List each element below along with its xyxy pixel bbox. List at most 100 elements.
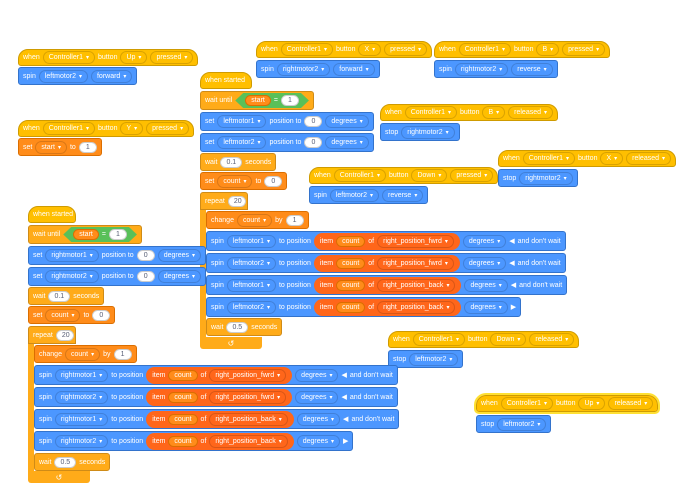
button-dropdown[interactable]: Down [411,169,448,182]
unit-dropdown[interactable]: degrees [157,249,201,262]
arrow-left-icon[interactable]: ◀ [509,260,515,267]
position-input[interactable]: 0 [304,137,323,148]
variable-dropdown[interactable]: count [45,308,81,322]
event-block-down-released[interactable]: when Controller1 button Down released [388,331,580,348]
wait-block[interactable]: wait 0.1 seconds [28,287,105,305]
count-variable[interactable]: count [336,257,366,269]
motor-dropdown[interactable]: leftmotor2 [409,352,459,366]
variable-dropdown[interactable]: count [217,174,253,188]
unit-dropdown[interactable]: degrees [295,368,339,382]
variable-dropdown[interactable]: count [64,347,101,361]
change-variable-block[interactable]: change count by 1 [34,345,137,363]
list-item-reporter[interactable]: item count of right_position_back [313,276,462,294]
event-block-y-pressed[interactable]: when Controller1 button Y pressed [18,120,195,137]
list-dropdown[interactable]: right_position_back [209,412,288,426]
change-variable-block[interactable]: change count by 1 [206,211,309,229]
action-dropdown[interactable]: pressed [384,43,428,56]
spin-to-position-block[interactable]: spin rightmotor2 to position item count … [34,431,354,451]
list-item-reporter[interactable]: item count of right_position_fwrd [146,388,293,406]
wait-block[interactable]: wait 0.5 seconds [206,318,283,336]
value-input[interactable]: 0 [92,309,111,321]
controller-dropdown[interactable]: Controller1 [500,397,553,410]
value-input[interactable]: 0 [264,175,283,187]
set-variable-block[interactable]: set count to 0 [200,172,288,190]
controller-dropdown[interactable]: Controller1 [42,122,95,135]
repeat-block[interactable]: repeat 20 [200,192,248,210]
spin-block[interactable]: spin leftmotor2 reverse [309,186,429,204]
event-block-b-pressed[interactable]: when Controller1 button B pressed [434,41,611,58]
list-item-reporter[interactable]: item count of right_position_back [146,432,294,450]
unit-dropdown[interactable]: degrees [157,270,201,283]
compare-value[interactable]: 1 [109,229,127,240]
controller-dropdown[interactable]: Controller1 [333,169,386,182]
controller-dropdown[interactable]: Controller1 [280,43,333,56]
list-dropdown[interactable]: right_position_fwrd [209,368,287,382]
button-dropdown[interactable]: B [536,43,560,56]
spin-to-position-block[interactable]: spin rightmotor2 to position item count … [34,387,398,407]
motor-dropdown[interactable]: rightmotor2 [276,62,331,76]
count-variable[interactable]: count [336,235,366,247]
variable-dropdown[interactable]: start [35,140,67,154]
button-dropdown[interactable]: X [358,43,382,56]
compare-value[interactable]: 1 [281,95,299,106]
start-variable[interactable]: start [245,95,271,106]
motor-dropdown[interactable]: leftmotor1 [226,234,276,248]
controller-dropdown[interactable]: Controller1 [404,106,457,119]
button-dropdown[interactable]: X [600,152,624,165]
spin-to-position-block[interactable]: spin leftmotor2 to position item count o… [206,253,566,273]
motor-dropdown[interactable]: rightmotor1 [54,368,109,382]
count-variable[interactable]: count [168,369,198,381]
controller-dropdown[interactable]: Controller1 [522,152,575,165]
position-input[interactable]: 0 [136,250,155,261]
variable-dropdown[interactable]: count [236,213,273,227]
unit-dropdown[interactable]: degrees [325,136,369,149]
motor-dropdown[interactable]: rightmotor2 [401,125,455,139]
start-variable[interactable]: start [73,229,99,240]
action-dropdown[interactable]: released [626,152,672,165]
motor-dropdown[interactable]: leftmotor1 [226,278,276,292]
list-dropdown[interactable]: right_position_fwrd [377,256,454,270]
unit-dropdown[interactable]: degrees [295,390,339,404]
repeat-count-input[interactable]: 20 [227,195,246,207]
count-variable[interactable]: count [168,435,198,447]
controller-dropdown[interactable]: Controller1 [42,51,95,64]
action-dropdown[interactable]: pressed [562,43,606,56]
action-dropdown[interactable]: pressed [146,122,190,135]
direction-dropdown[interactable]: reverse [511,62,553,76]
event-block-up-released[interactable]: when Controller1 button Up released [473,393,661,414]
spin-to-position-block[interactable]: spin leftmotor2 to position item count o… [206,297,522,317]
motor-dropdown[interactable]: rightmotor2 [54,390,109,404]
stop-block[interactable]: stop leftmotor2 [388,350,464,368]
unit-dropdown[interactable]: degrees [462,234,507,248]
motor-dropdown[interactable]: leftmotor2 [217,136,267,149]
unit-dropdown[interactable]: degrees [464,300,508,314]
count-variable[interactable]: count [168,391,198,403]
repeat-block[interactable]: repeat 20 [28,326,76,344]
stop-block[interactable]: stop rightmotor2 [380,123,460,141]
wait-input[interactable]: 0.5 [54,456,77,468]
list-item-reporter[interactable]: item count of right_position_back [313,298,462,316]
unit-dropdown[interactable]: degrees [462,256,507,270]
motor-dropdown[interactable]: leftmotor2 [226,256,276,270]
set-position-block[interactable]: set leftmotor1 position to 0 degrees [200,112,374,131]
list-item-reporter[interactable]: item count of right_position_fwrd [313,232,460,250]
when-started-block[interactable]: when started [200,72,252,89]
arrow-right-icon[interactable]: ▶ [510,304,517,311]
wait-input[interactable]: 0.1 [220,156,243,168]
button-dropdown[interactable]: Y [120,122,144,135]
action-dropdown[interactable]: released [508,106,554,119]
spin-block[interactable]: spin rightmotor2 reverse [434,60,558,78]
set-position-block[interactable]: set leftmotor2 position to 0 degrees [200,133,374,152]
arrow-left-icon[interactable]: ◀ [341,372,347,379]
motor-dropdown[interactable]: leftmotor1 [217,115,267,128]
action-dropdown[interactable]: released [529,333,575,346]
list-item-reporter[interactable]: item count of right_position_back [146,410,294,428]
event-block-down-pressed[interactable]: when Controller1 button Down pressed [309,167,499,184]
list-dropdown[interactable]: right_position_back [377,278,456,292]
unit-dropdown[interactable]: degrees [296,434,341,448]
unit-dropdown[interactable]: degrees [464,278,508,292]
action-dropdown[interactable]: pressed [450,169,494,182]
count-variable[interactable]: count [336,279,366,291]
direction-dropdown[interactable]: forward [333,62,375,76]
action-dropdown[interactable]: pressed [150,51,194,64]
